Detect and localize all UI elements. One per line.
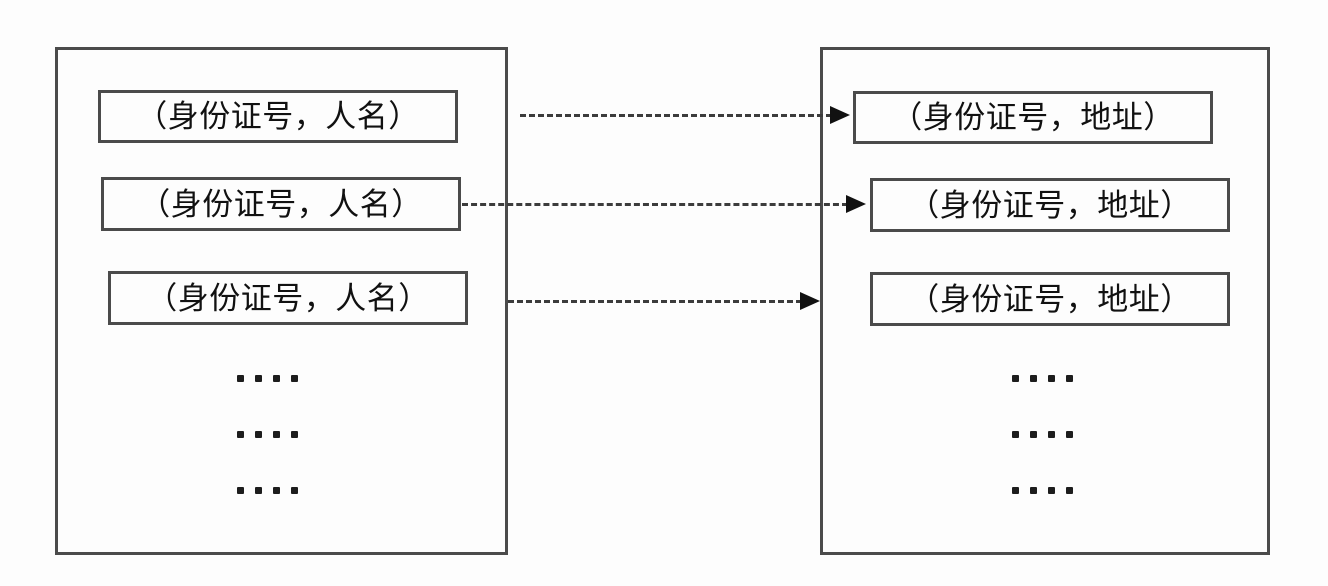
left-record-label: （身份证号，人名） [146,280,430,316]
right-record-row[interactable]: （身份证号，地址） [853,91,1213,144]
ellipsis-dot [273,487,280,494]
ellipsis-dot [1066,487,1073,494]
left-ellipsis-row [237,375,298,382]
right-ellipsis-row [1012,487,1073,494]
ellipsis-dot [1048,487,1055,494]
right-record-label: （身份证号，地址） [908,187,1192,223]
mapping-arrow [520,105,850,125]
ellipsis-dot [1048,375,1055,382]
ellipsis-dot [255,487,262,494]
left-record-row[interactable]: （身份证号，人名） [101,177,461,231]
arrow-head-icon [846,195,866,213]
left-ellipsis-row [237,487,298,494]
left-record-row[interactable]: （身份证号，人名） [98,90,458,143]
arrow-line [508,300,802,303]
ellipsis-dot [1012,487,1019,494]
ellipsis-dot [1030,431,1037,438]
right-record-row[interactable]: （身份证号，地址） [870,272,1230,326]
arrow-head-icon [800,292,820,310]
ellipsis-dot [237,487,244,494]
right-record-label: （身份证号，地址） [908,281,1192,317]
arrow-line [462,203,848,206]
ellipsis-dot [291,375,298,382]
ellipsis-dot [1030,487,1037,494]
ellipsis-dot [1048,431,1055,438]
left-record-label: （身份证号，人名） [136,99,420,134]
right-ellipsis-row [1012,431,1073,438]
ellipsis-dot [291,431,298,438]
ellipsis-dot [237,375,244,382]
ellipsis-dot [1012,431,1019,438]
ellipsis-dot [273,375,280,382]
arrow-head-icon [830,106,850,124]
ellipsis-dot [273,431,280,438]
ellipsis-dot [1066,375,1073,382]
right-record-label: （身份证号，地址） [891,100,1175,135]
ellipsis-dot [255,431,262,438]
ellipsis-dot [255,375,262,382]
ellipsis-dot [1066,431,1073,438]
ellipsis-dot [291,487,298,494]
left-record-label: （身份证号，人名） [139,186,423,222]
mapping-arrow [508,291,820,311]
right-ellipsis-row [1012,375,1073,382]
arrow-line [520,114,832,117]
ellipsis-dot [1012,375,1019,382]
left-record-row[interactable]: （身份证号，人名） [108,271,468,325]
right-record-row[interactable]: （身份证号，地址） [870,178,1230,232]
ellipsis-dot [237,431,244,438]
mapping-arrow [462,194,866,214]
left-ellipsis-row [237,431,298,438]
ellipsis-dot [1030,375,1037,382]
